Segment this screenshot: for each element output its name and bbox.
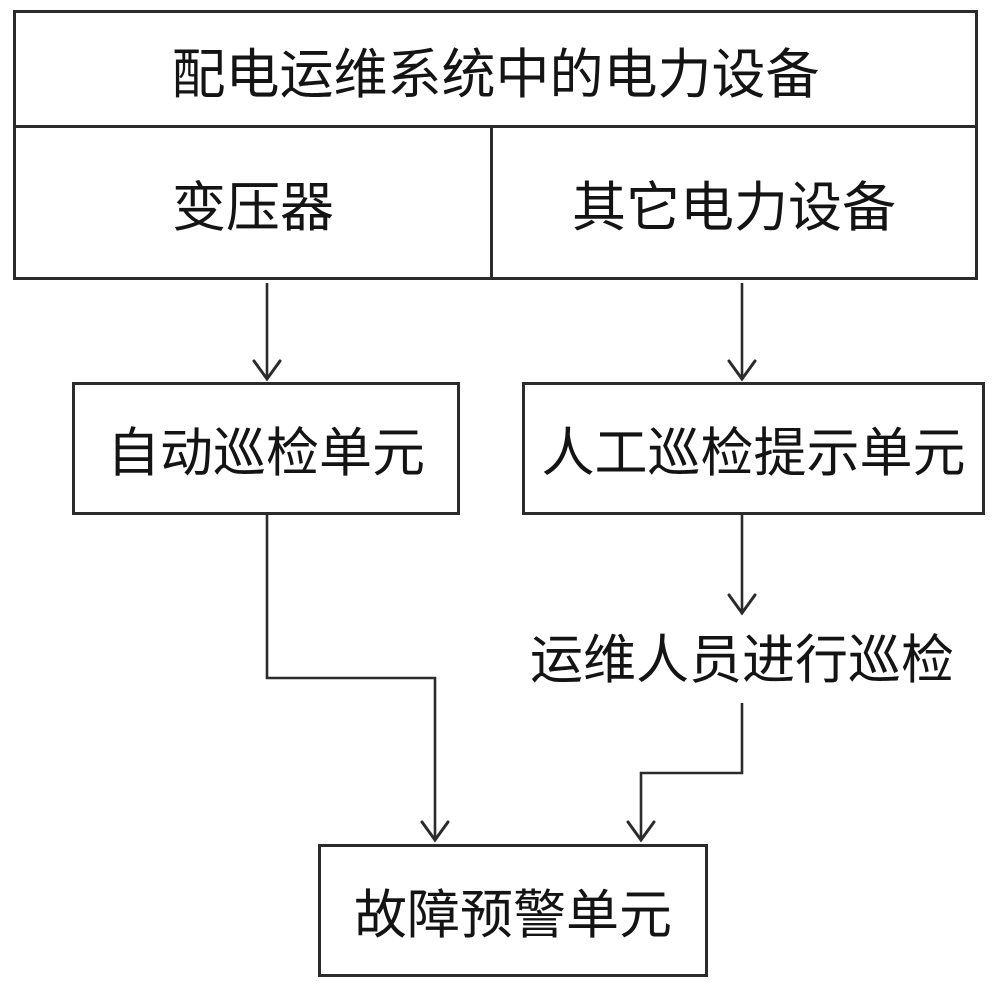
arrow-other-to-manual [727,283,757,382]
table-header-cell: 配电运维系统中的电力设备 [16,13,975,128]
cell-transformer: 变压器 [16,128,493,277]
table-header-label: 配电运维系统中的电力设备 [171,44,820,105]
arrow-personnel-to-fault [626,703,744,843]
node-fault-warning-label: 故障预警单元 [354,886,672,945]
arrow-auto-to-fault [265,515,450,843]
arrow-transformer-to-auto [252,283,282,382]
cell-transformer-label: 变压器 [172,178,334,238]
label-personnel-inspection-text: 运维人员进行巡检 [530,632,954,690]
node-manual-inspection-prompt-label: 人工巡检提示单元 [541,424,966,483]
cell-other-equipment-label: 其它电力设备 [572,178,896,238]
cell-other-equipment: 其它电力设备 [493,128,975,277]
node-auto-inspection-label: 自动巡检单元 [107,424,425,483]
table-body-row: 变压器 其它电力设备 [16,128,975,277]
node-manual-inspection-prompt-unit: 人工巡检提示单元 [522,382,985,515]
node-auto-inspection-unit: 自动巡检单元 [72,382,460,515]
arrow-manual-to-personnel [727,515,757,616]
label-personnel-inspection: 运维人员进行巡检 [512,630,972,692]
equipment-table: 配电运维系统中的电力设备 变压器 其它电力设备 [13,10,978,280]
node-fault-warning-unit: 故障预警单元 [318,844,708,977]
